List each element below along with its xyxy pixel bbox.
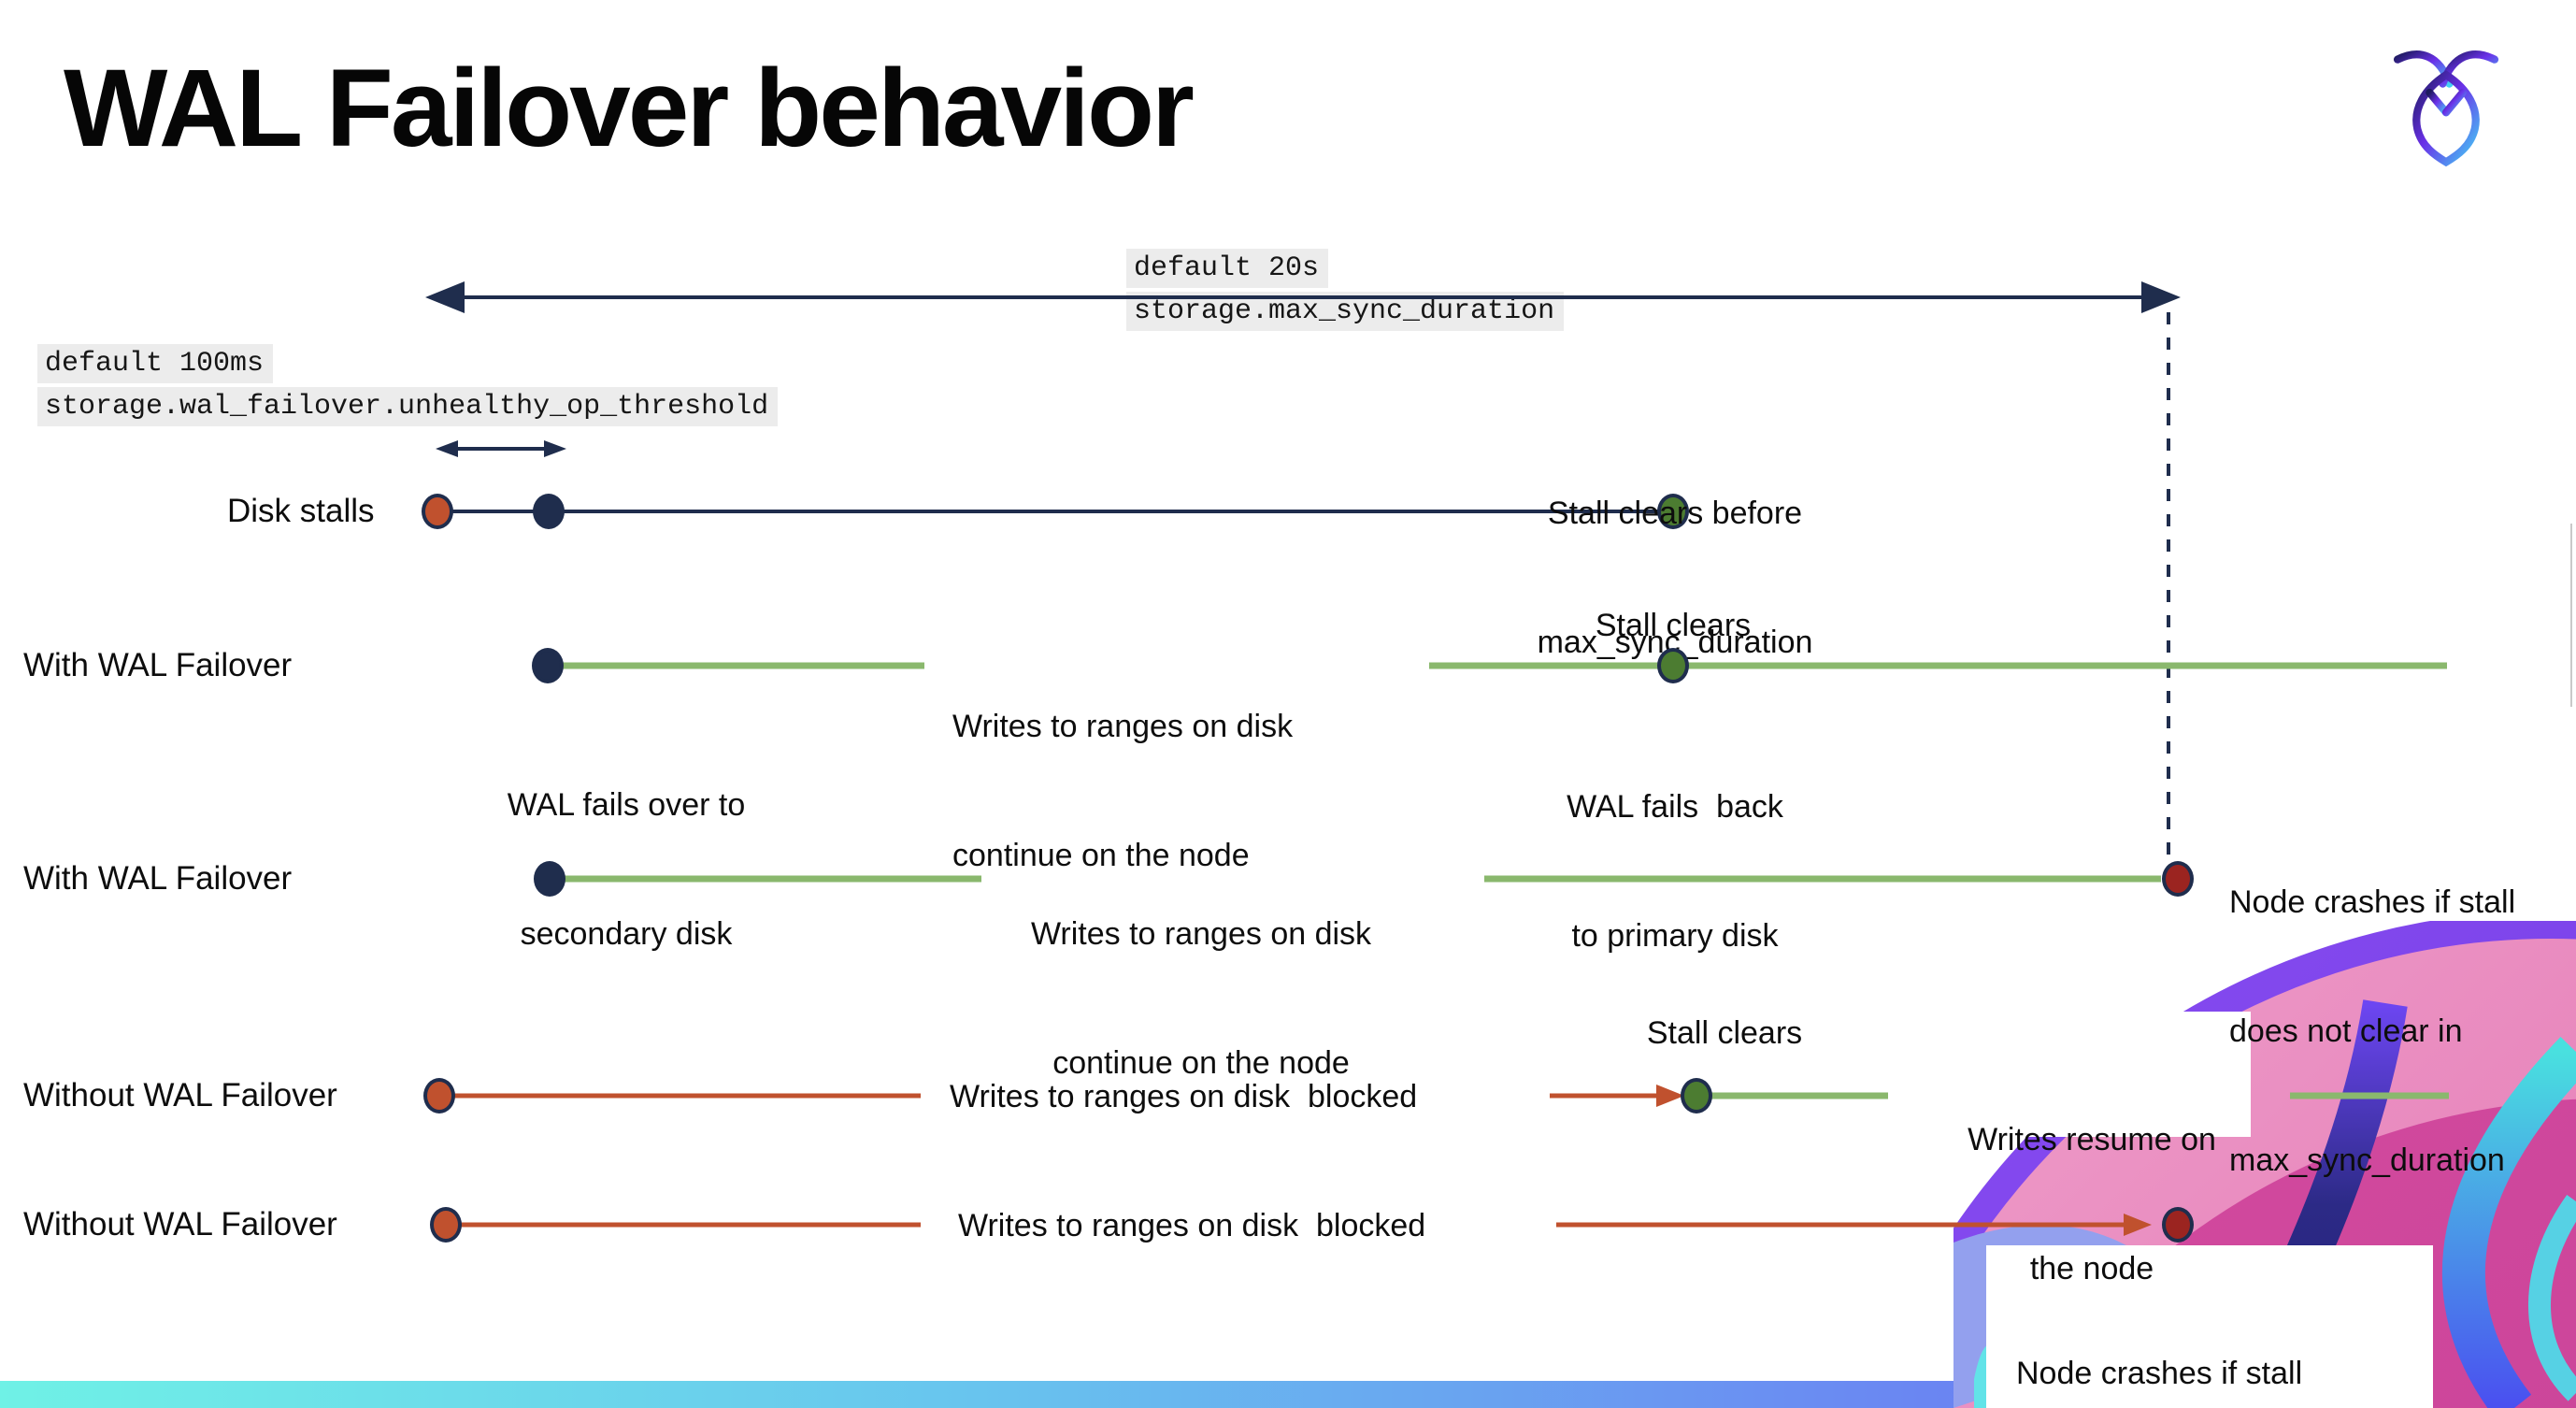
node-crash-dot-row3 — [2162, 861, 2194, 897]
row4-stall-clears-note: Stall clears — [1646, 1015, 1803, 1051]
row2-failover-line2: secondary disk — [520, 916, 733, 952]
failover-dot-row2 — [532, 648, 564, 683]
threshold-arrow-right-head-icon — [544, 440, 566, 457]
row4-blocked-note: Writes to ranges on disk blocked — [950, 1079, 1418, 1114]
row3-green-seg1 — [564, 875, 981, 883]
node-crash-dot-row5 — [2162, 1207, 2194, 1243]
row4-resume-note: Writes resume on the node — [1968, 1032, 2216, 1376]
row2-continue-note: Writes to ranges on disk continue on the… — [952, 619, 1293, 963]
stall-clears-before-note: Stall clears before max_sync_duration — [1538, 406, 1813, 750]
row4-resume-note-backdrop — [1937, 1012, 2251, 1137]
row2-green-seg3 — [1686, 662, 2447, 669]
max-sync-arrow-right-head-icon — [2141, 281, 2181, 313]
row3-crash-line3: max_sync_duration — [2229, 1142, 2505, 1178]
threshold-arrow-line — [451, 447, 550, 451]
threshold-arrow-left-head-icon — [436, 440, 458, 457]
row3-continue-note: Writes to ranges on disk continue on the… — [1031, 826, 1371, 1171]
row4-red-seg1 — [454, 1093, 921, 1099]
threshold-default-label: default 100ms — [37, 344, 274, 383]
stall-clears-dot-row1 — [1657, 494, 1689, 529]
row3-green-seg2 — [1484, 875, 2161, 883]
row4-red-arrow-head-icon — [1656, 1085, 1684, 1107]
disk-stalls-line-seg1 — [452, 510, 535, 513]
page-title: WAL Failover behavior — [64, 47, 1195, 170]
row2-stall-clears-note: Stall clears — [1595, 608, 1752, 643]
right-edge-artifact-line — [2570, 524, 2572, 707]
max-sync-default-label: default 20s — [1126, 249, 1329, 288]
row3-crash-line1: Node crashes if stall — [2229, 884, 2516, 920]
threshold-setting-label: storage.wal_failover.unhealthy_op_thresh… — [37, 387, 779, 426]
failover-threshold-dot — [533, 494, 565, 529]
disk-stall-start-dot — [422, 494, 453, 529]
row4-green-seg1 — [1711, 1092, 1888, 1099]
row2-failback-line1: WAL fails back — [1567, 789, 1783, 825]
row2-failover-note: WAL fails over to secondary disk — [508, 697, 745, 1042]
row2-green-seg1 — [563, 662, 924, 669]
row2-green-seg2 — [1429, 662, 1660, 669]
row-label-disk-stalls: Disk stalls — [227, 493, 375, 529]
stall-start-dot-row4 — [423, 1078, 455, 1113]
row-label-with-wal-2: With WAL Failover — [23, 860, 293, 897]
stall-start-dot-row5 — [430, 1207, 462, 1243]
row4-green-seg2 — [2290, 1092, 2449, 1099]
max-sync-deadline-dashed-line — [2167, 312, 2170, 862]
row2-failback-line2: to primary disk — [1571, 918, 1779, 954]
max-sync-arrow-left-head-icon — [425, 281, 465, 313]
stall-clears-dot-row2 — [1657, 648, 1689, 683]
stall-clears-before-line1: Stall clears before — [1547, 496, 1803, 531]
row2-failover-line1: WAL fails over to — [507, 787, 746, 823]
row4-resume-line1: Writes resume on — [1968, 1122, 2216, 1157]
row3-crash-note: Node crashes if stall does not clear in … — [2229, 795, 2515, 1268]
row5-red-seg2 — [1556, 1222, 2124, 1228]
row2-failback-note: WAL fails back to primary disk — [1567, 699, 1783, 1043]
row2-continue-line2: continue on the node — [952, 838, 1250, 873]
row4-red-seg2 — [1550, 1093, 1658, 1099]
row5-crash-note: Node crashes if stall does not clear in … — [2016, 1264, 2302, 1408]
max-sync-duration-arrow-line — [439, 295, 2150, 299]
row-label-with-wal-1: With WAL Failover — [23, 647, 293, 683]
row3-crash-line2: does not clear in — [2229, 1013, 2463, 1049]
row5-blocked-note: Writes to ranges on disk blocked — [958, 1208, 1426, 1243]
row-label-without-wal-2: Without WAL Failover — [23, 1206, 337, 1243]
row5-crash-line1: Node crashes if stall — [2016, 1356, 2303, 1391]
row5-red-seg1 — [461, 1222, 921, 1228]
row3-continue-line1: Writes to ranges on disk — [1030, 916, 1372, 952]
row2-continue-line1: Writes to ranges on disk — [952, 709, 1294, 744]
disk-stalls-line-seg2 — [564, 510, 1659, 513]
row4-resume-line2: the node — [2029, 1251, 2154, 1286]
row5-red-arrow-head-icon — [2124, 1214, 2152, 1236]
stall-clears-dot-row4 — [1681, 1078, 1712, 1113]
failover-dot-row3 — [534, 861, 565, 897]
row-label-without-wal-1: Without WAL Failover — [23, 1077, 337, 1113]
row3-continue-line2: continue on the node — [1052, 1045, 1350, 1081]
cockroachdb-logo-icon — [2393, 50, 2499, 166]
row5-crash-note-backdrop — [1986, 1245, 2433, 1408]
